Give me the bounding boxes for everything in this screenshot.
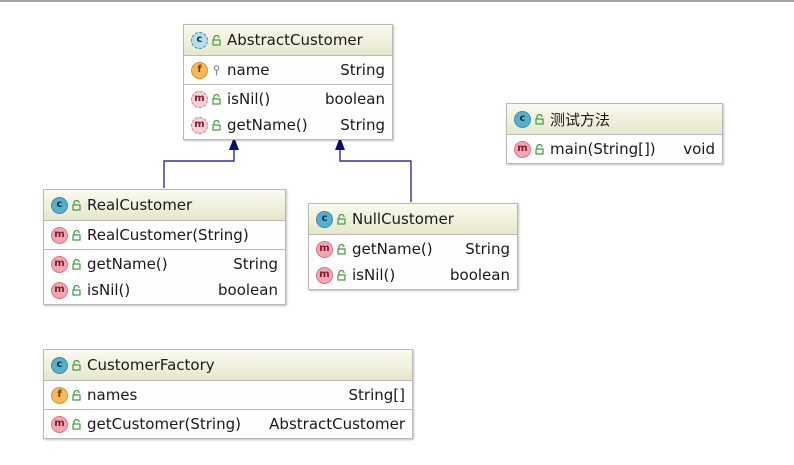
method-return-type: String	[340, 116, 385, 134]
method-row[interactable]: m isNil() boolean	[184, 86, 392, 112]
public-lock-icon	[535, 113, 544, 125]
method-name: isNil()	[352, 266, 396, 284]
method-return-type: boolean	[218, 281, 278, 299]
method-name: main(String[])	[550, 140, 656, 158]
class-name: CustomerFactory	[87, 356, 215, 374]
class-name: NullCustomer	[352, 210, 454, 228]
class-icon: c	[51, 196, 68, 214]
abstract-method-icon: m	[191, 90, 208, 108]
method-return-type: void	[683, 140, 715, 158]
method-return-type: boolean	[325, 90, 385, 108]
public-lock-icon	[72, 258, 81, 270]
method-row[interactable]: m isNil() boolean	[309, 262, 517, 288]
fields-section: f name String	[184, 56, 392, 85]
realcustomer-extends-line	[163, 150, 235, 188]
methods-section: m getCustomer(String) AbstractCustomer	[44, 410, 412, 438]
class-icon: c	[51, 356, 68, 374]
method-return-type: String	[465, 240, 510, 258]
field-name: name	[227, 61, 270, 79]
public-lock-icon	[337, 269, 346, 281]
method-row[interactable]: m getName() String	[309, 236, 517, 262]
field-type: String	[340, 61, 385, 79]
method-name: isNil()	[87, 281, 131, 299]
static-method-icon: m	[514, 140, 531, 158]
field-row[interactable]: f names String[]	[44, 382, 412, 408]
fields-section: f names String[]	[44, 381, 412, 410]
method-icon: m	[51, 281, 68, 299]
class-test-method[interactable]: c 测试方法 m main(String[]) void	[506, 103, 723, 164]
public-lock-icon	[72, 284, 81, 296]
method-name: getName()	[352, 240, 433, 258]
method-return-type: AbstractCustomer	[269, 415, 405, 433]
methods-section: m getName() String m isNil() boolean	[44, 250, 285, 304]
method-row[interactable]: m isNil() boolean	[44, 277, 285, 303]
method-icon: m	[316, 266, 333, 284]
constructors-section: m RealCustomer(String)	[44, 221, 285, 250]
public-lock-icon	[72, 229, 81, 241]
key-icon	[212, 64, 221, 76]
public-lock-icon	[212, 93, 221, 105]
public-lock-icon	[212, 34, 221, 46]
method-row[interactable]: m getName() String	[44, 251, 285, 277]
methods-section: m isNil() boolean m getName() String	[184, 85, 392, 139]
method-name: getName()	[227, 116, 308, 134]
public-lock-icon	[337, 243, 346, 255]
realcustomer-extends-arrowhead	[229, 137, 239, 150]
public-lock-icon	[72, 389, 81, 401]
method-row[interactable]: m getCustomer(String) AbstractCustomer	[44, 411, 412, 437]
nullcustomer-extends-line	[339, 150, 412, 202]
class-name: AbstractCustomer	[227, 31, 363, 49]
top-divider-line	[0, 0, 794, 2]
public-lock-icon	[337, 213, 346, 225]
class-name: 测试方法	[550, 110, 611, 129]
class-name: RealCustomer	[87, 196, 193, 214]
abstract-method-icon: m	[191, 116, 208, 134]
abstract-class-icon: c	[191, 31, 208, 49]
method-icon: m	[51, 226, 68, 244]
method-return-type: boolean	[450, 266, 510, 284]
class-header: c RealCustomer	[44, 190, 285, 221]
method-name: getCustomer(String)	[87, 415, 241, 433]
constructor-row[interactable]: m RealCustomer(String)	[44, 222, 285, 248]
class-header: c AbstractCustomer	[184, 25, 392, 56]
methods-section: m getName() String m isNil() boolean	[309, 235, 517, 289]
class-icon: c	[316, 210, 333, 228]
class-null-customer[interactable]: c NullCustomer m getName() String m isNi…	[308, 203, 518, 290]
method-icon: m	[316, 240, 333, 258]
static-method-icon: m	[51, 415, 68, 433]
nullcustomer-extends-arrowhead	[335, 137, 345, 150]
class-real-customer[interactable]: c RealCustomer m RealCustomer(String) m …	[43, 189, 286, 305]
method-icon: m	[51, 255, 68, 273]
method-name: isNil()	[227, 90, 271, 108]
field-row[interactable]: f name String	[184, 57, 392, 83]
class-header: c CustomerFactory	[44, 350, 412, 381]
static-field-icon: f	[51, 386, 68, 404]
class-abstract-customer[interactable]: c AbstractCustomer f name String m isNil…	[183, 24, 393, 140]
class-header: c NullCustomer	[309, 204, 517, 235]
method-name: getName()	[87, 255, 168, 273]
class-customer-factory[interactable]: c CustomerFactory f names String[] m get…	[43, 349, 413, 439]
constructor-name: RealCustomer(String)	[87, 226, 249, 244]
methods-section: m main(String[]) void	[507, 135, 722, 163]
field-icon: f	[191, 61, 208, 79]
public-lock-icon	[72, 418, 81, 430]
public-lock-icon	[212, 119, 221, 131]
class-header: c 测试方法	[507, 104, 722, 135]
public-lock-icon	[535, 143, 544, 155]
public-lock-icon	[72, 199, 81, 211]
method-row[interactable]: m getName() String	[184, 112, 392, 138]
field-type: String[]	[348, 386, 405, 404]
public-lock-icon	[72, 359, 81, 371]
field-name: names	[87, 386, 138, 404]
method-return-type: String	[233, 255, 278, 273]
runnable-class-icon: c	[514, 110, 531, 128]
method-row[interactable]: m main(String[]) void	[507, 136, 722, 162]
